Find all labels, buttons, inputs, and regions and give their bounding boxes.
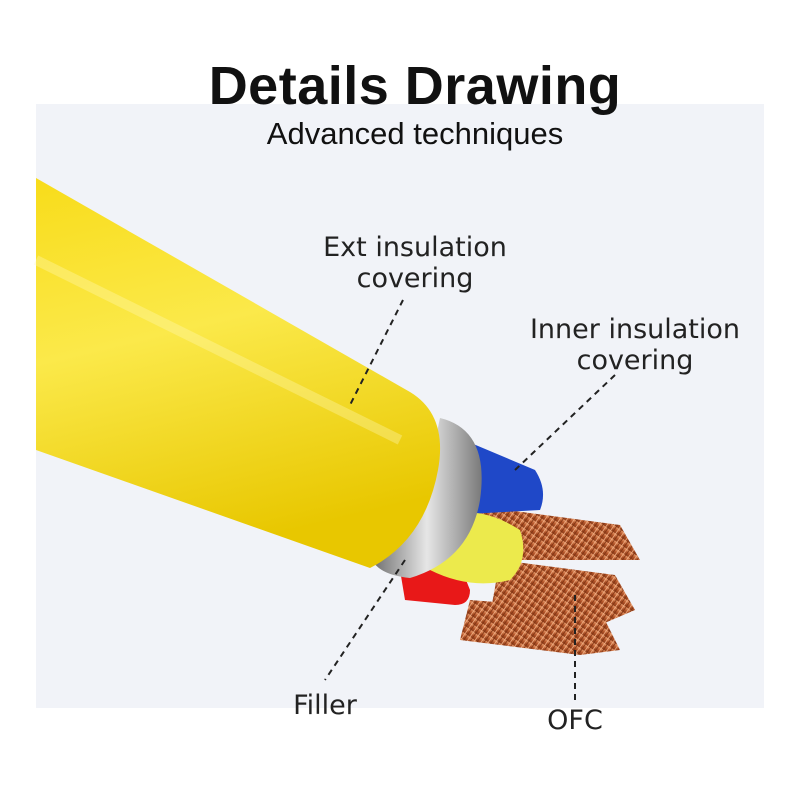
- ofc-label: OFC: [547, 705, 603, 736]
- filler-label: Filler: [293, 690, 357, 721]
- inner-insulation-label: Inner insulation covering: [529, 314, 741, 376]
- page-title: Details Drawing: [208, 56, 622, 116]
- outer-jacket: [36, 178, 441, 568]
- ext-insulation-label: Ext insulation covering: [323, 232, 507, 294]
- leader-filler: [324, 559, 406, 681]
- page-subtitle: Advanced techniques: [266, 116, 564, 151]
- leader-ext-insulation: [349, 299, 404, 406]
- leader-inner-insulation: [514, 374, 616, 471]
